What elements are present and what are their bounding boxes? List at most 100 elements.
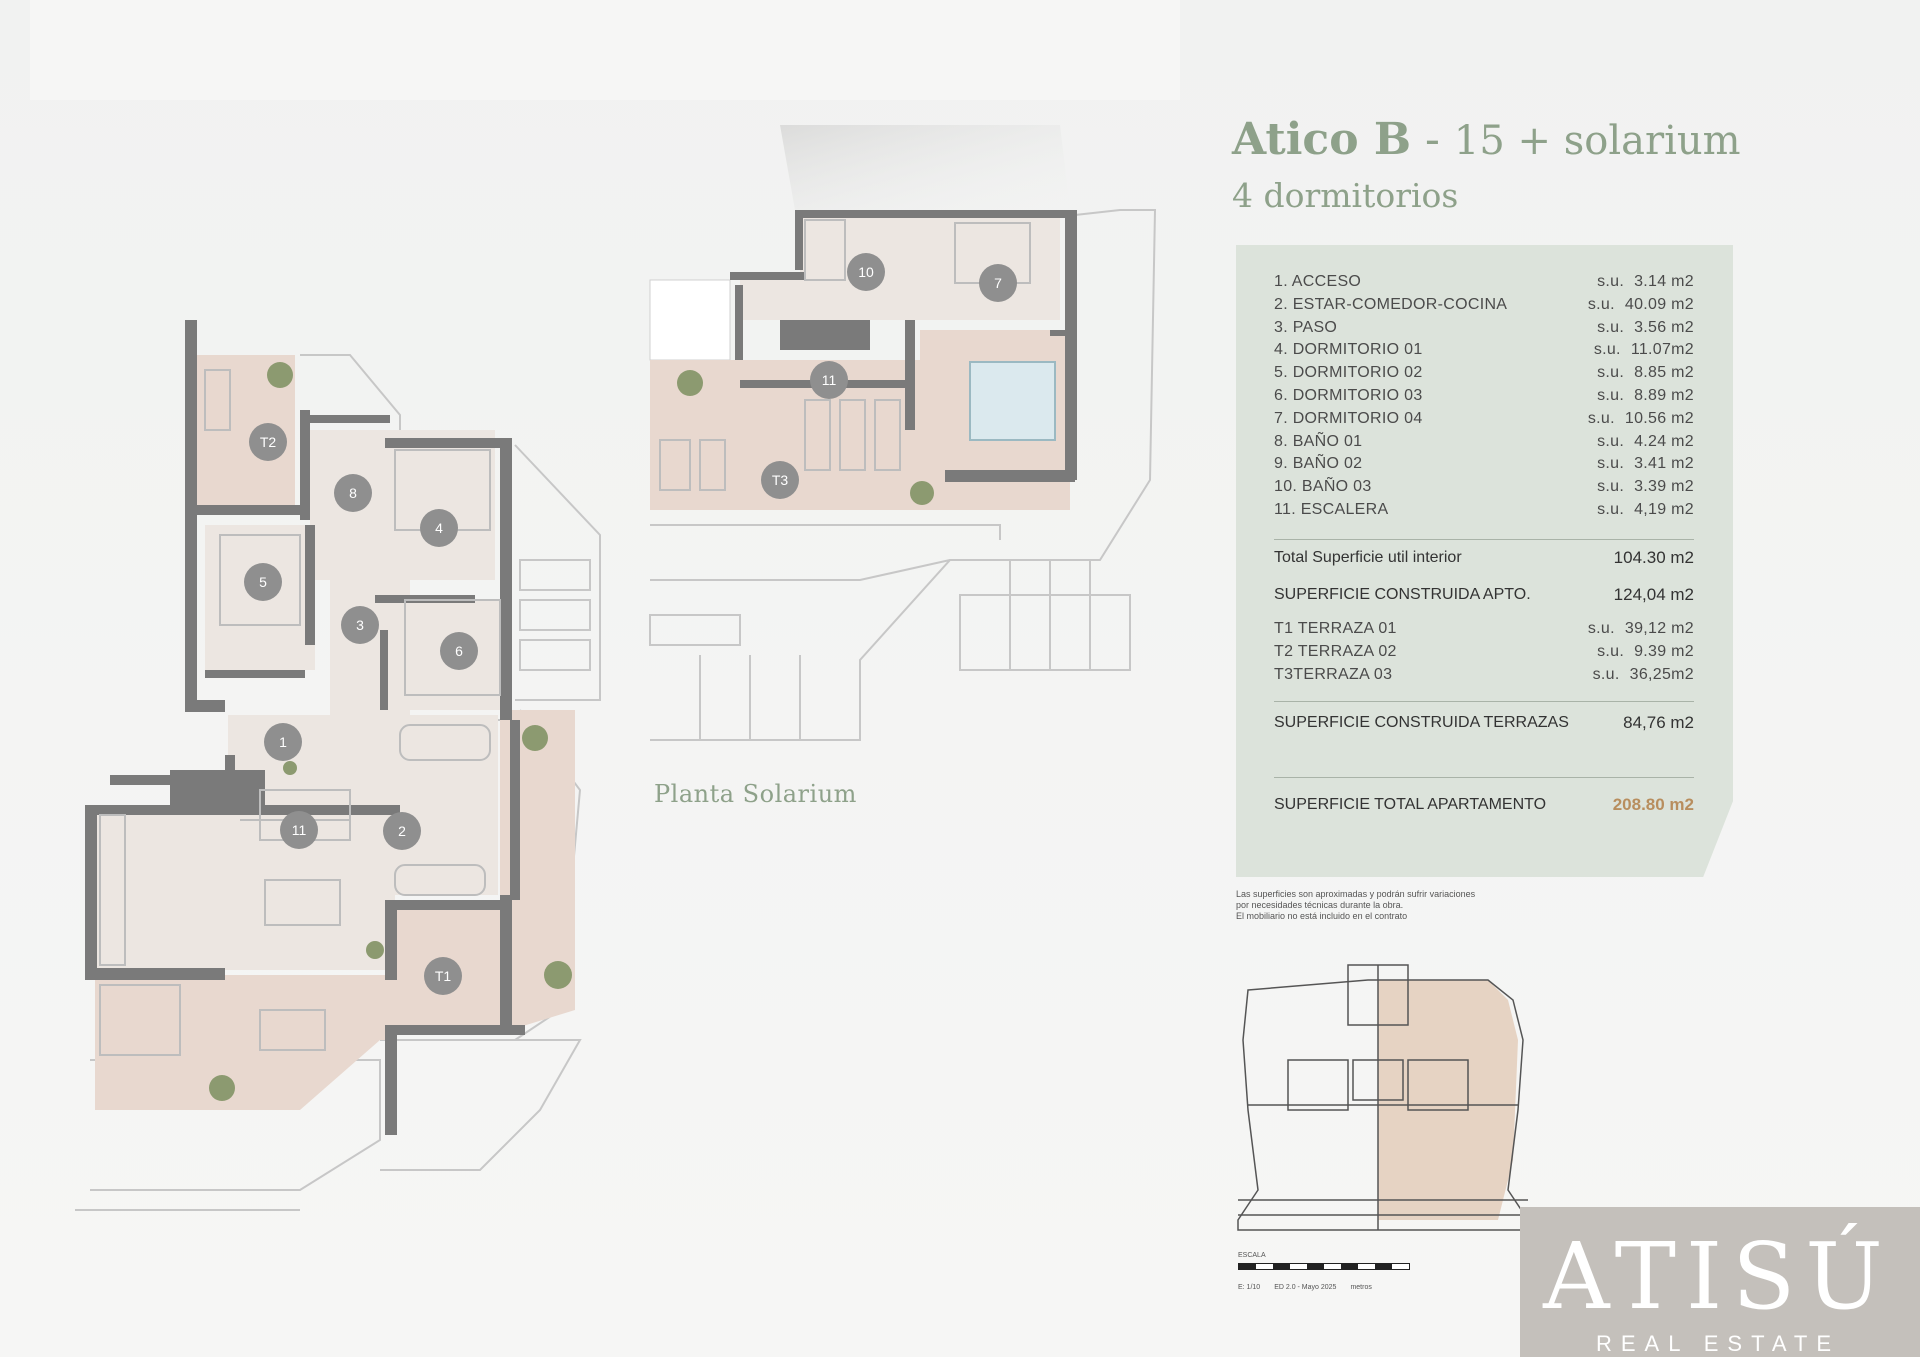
terrace-name: T3TERRAZA 03 xyxy=(1274,665,1393,683)
solarium-plants xyxy=(677,370,934,505)
room-name: 4. DORMITORIO 01 xyxy=(1274,341,1423,359)
scale-edition: ED 2.0 - Mayo 2025 xyxy=(1274,1284,1337,1291)
brand-logo: ATISÚ xyxy=(1543,1223,1893,1330)
room-marker-6: 6 xyxy=(440,632,478,670)
solarium-shadow xyxy=(780,125,1070,210)
title-main: Atico B xyxy=(1232,114,1412,165)
room-su: s.u. xyxy=(1587,409,1615,427)
room-marker-4: 4 xyxy=(420,509,458,547)
disclaimer-notes: Las superficies son aproximadas y podrán… xyxy=(1236,889,1516,922)
apartment-subtitle: 4 dormitorios xyxy=(1232,176,1459,215)
room-marker-t1: T1 xyxy=(424,957,462,995)
scale-bar: ESCALA E: 1/10 ED 2.0 - Mayo 2025 metros xyxy=(1238,1252,1410,1291)
top-light-band xyxy=(30,0,1180,100)
terrace-name: T1 TERRAZA 01 xyxy=(1274,620,1397,637)
terrace-area: 36,25m2 xyxy=(1629,665,1694,683)
room-marker-7: 7 xyxy=(979,264,1017,302)
apartment-title: Atico B - 15 + solarium xyxy=(1232,114,1741,165)
room-name: 8. BAÑO 01 xyxy=(1274,432,1363,450)
room-marker-11: 11 xyxy=(280,811,318,849)
scale-unit: metros xyxy=(1350,1284,1372,1291)
title-separator: - xyxy=(1411,114,1454,165)
terraces-total-label: SUPERFICIE CONSTRUIDA TERRAZAS xyxy=(1274,714,1569,731)
room-name: 5. DORMITORIO 02 xyxy=(1274,364,1423,382)
room-su: s.u. xyxy=(1587,295,1615,313)
divider xyxy=(1274,701,1694,702)
scale-ratio: E: 1/10 xyxy=(1238,1284,1261,1291)
total-construida-value: 124,04 m2 xyxy=(1613,585,1694,604)
terraces-total: SUPERFICIE CONSTRUIDA TERRAZAS 84,76 m2 xyxy=(1274,713,1694,733)
room-area: 8.85 m2 xyxy=(1634,364,1694,382)
room-name: 6. DORMITORIO 03 xyxy=(1274,386,1423,404)
room-area: 40.09 m2 xyxy=(1624,295,1694,313)
total-interior-value: 104.30 m2 xyxy=(1613,548,1694,567)
room-su: s.u. xyxy=(1597,478,1625,496)
grand-total-value: 208.80 m2 xyxy=(1612,795,1694,814)
room-name: 3. PASO xyxy=(1274,318,1338,336)
room-marker-10: 10 xyxy=(847,253,885,291)
room-name: 1. ACCESO xyxy=(1274,273,1362,290)
solarium-plan-label: Planta Solarium xyxy=(654,780,857,808)
scale-footer: E: 1/10 ED 2.0 - Mayo 2025 metros xyxy=(1238,1284,1410,1291)
terrace-su: s.u. xyxy=(1597,642,1625,660)
total-construida: SUPERFICIE CONSTRUIDA APTO.124,04 m2 xyxy=(1274,585,1694,605)
divider xyxy=(1274,777,1694,778)
room-area: 3.39 m2 xyxy=(1634,478,1694,496)
room-marker-5: 5 xyxy=(244,563,282,601)
room-area: 11.07m2 xyxy=(1630,341,1694,359)
room-row: 4. DORMITORIO 01 s.u. 11.07m2 xyxy=(1274,341,1694,364)
room-name: 10. BAÑO 03 xyxy=(1274,478,1372,496)
room-marker-t3: T3 xyxy=(761,461,799,499)
terrace-area: 9.39 m2 xyxy=(1634,642,1694,660)
scale-caption: ESCALA xyxy=(1238,1252,1266,1259)
main-floors xyxy=(95,355,575,1110)
brand-tagline: REAL ESTATE xyxy=(1595,1331,1841,1356)
terrace-list: T1 TERRAZA 01 s.u. 39,12 m2 T2 TERRAZA 02 s… xyxy=(1274,620,1694,688)
room-area: 8.89 m2 xyxy=(1634,386,1694,404)
room-row: 6. DORMITORIO 03 s.u. 8.89 m2 xyxy=(1274,387,1694,410)
room-area: 4,19 m2 xyxy=(1634,500,1694,518)
room-row: 2. ESTAR-COMEDOR-COCINA s.u. 40.09 m2 xyxy=(1274,296,1694,319)
terrace-su: s.u. xyxy=(1587,620,1615,637)
room-name: 11. ESCALERA xyxy=(1274,500,1389,518)
room-name: 9. BAÑO 02 xyxy=(1274,455,1363,473)
note-line: por necesidades técnicas durante la obra… xyxy=(1236,900,1404,910)
terrace-name: T2 TERRAZA 02 xyxy=(1274,642,1397,660)
total-interior-label: Total Superficie util interior xyxy=(1274,549,1462,566)
room-row: 7. DORMITORIO 04 s.u. 10.56 m2 xyxy=(1274,410,1694,433)
room-name: 2. ESTAR-COMEDOR-COCINA xyxy=(1274,295,1508,313)
note-line: Las superficies son aproximadas y podrán… xyxy=(1236,889,1476,899)
terraces-total-value: 84,76 m2 xyxy=(1623,713,1694,732)
brand-block: ATISÚ REAL ESTATE xyxy=(1520,1207,1920,1357)
room-su: s.u. xyxy=(1597,500,1625,518)
room-su: s.u. xyxy=(1597,386,1625,404)
room-su: s.u. xyxy=(1593,341,1621,359)
room-name: 7. DORMITORIO 04 xyxy=(1274,409,1423,427)
main-plants xyxy=(209,362,572,1101)
terrace-row: T1 TERRAZA 01 s.u. 39,12 m2 xyxy=(1274,620,1694,643)
scale-graphic xyxy=(1238,1263,1410,1270)
room-su: s.u. xyxy=(1597,364,1625,382)
terrace-row: T2 TERRAZA 02 s.u. 9.39 m2 xyxy=(1274,643,1694,666)
room-area: 3.56 m2 xyxy=(1634,318,1694,336)
room-su: s.u. xyxy=(1597,455,1625,473)
room-marker-2: 2 xyxy=(383,812,421,850)
terrace-area: 39,12 m2 xyxy=(1624,620,1694,637)
solarium-furniture xyxy=(659,219,1031,491)
room-row: 5. DORMITORIO 02 s.u. 8.85 m2 xyxy=(1274,364,1694,387)
room-su: s.u. xyxy=(1597,318,1625,336)
divider xyxy=(1274,539,1694,540)
solarium-railings xyxy=(649,209,1157,741)
room-area: 10.56 m2 xyxy=(1624,409,1694,427)
room-row: 11. ESCALERA s.u. 4,19 m2 xyxy=(1274,501,1694,524)
title-rest: 15 + solarium xyxy=(1453,118,1741,164)
room-area: 4.24 m2 xyxy=(1634,432,1694,450)
room-area: 3.41 m2 xyxy=(1634,455,1694,473)
